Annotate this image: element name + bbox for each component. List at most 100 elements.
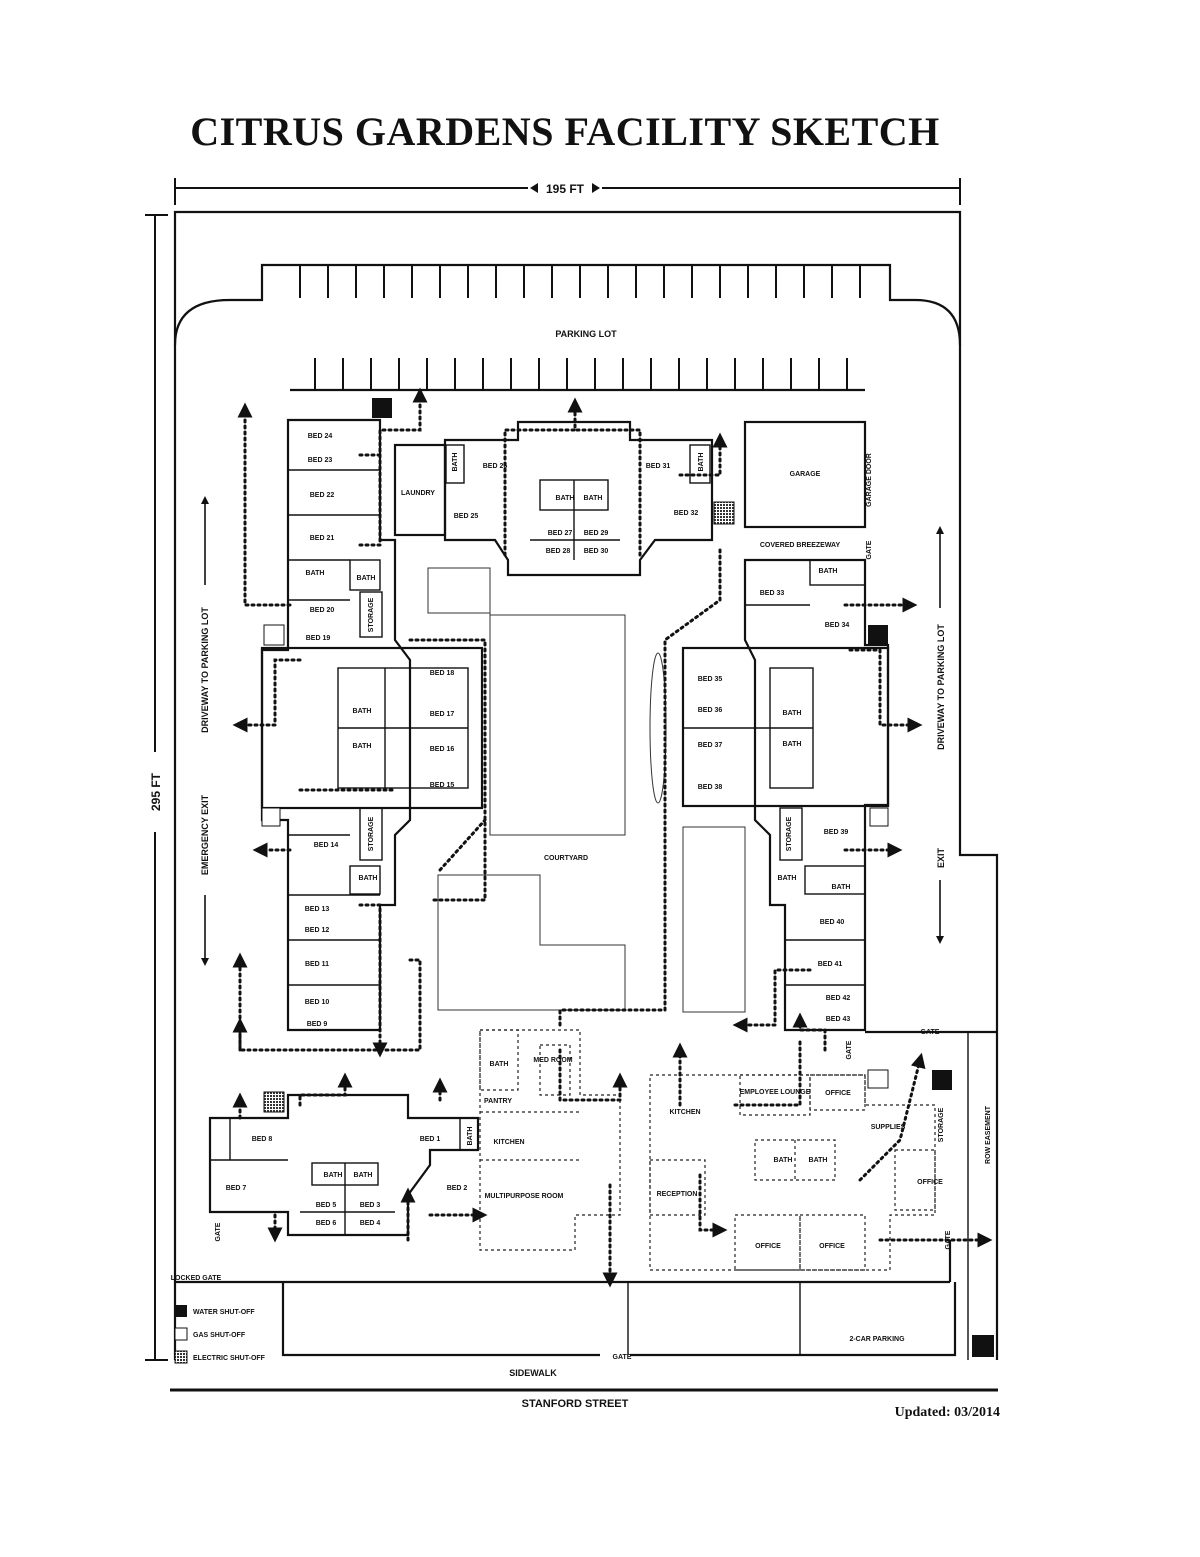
bed-16: BED 16 — [430, 746, 455, 753]
bed-38: BED 38 — [698, 784, 723, 791]
bed-25: BED 25 — [454, 513, 479, 520]
bed-11: BED 11 — [305, 961, 329, 968]
bed-33: BED 33 — [760, 590, 785, 597]
bath-right-2: BATH — [783, 710, 802, 717]
bed-27: BED 27 — [548, 530, 573, 537]
parking-stalls-top — [299, 265, 861, 298]
bath-left-5: BATH — [359, 875, 378, 882]
parking-stalls-bottom — [314, 358, 848, 390]
bed-5: BED 5 — [316, 1202, 337, 1209]
bottom-center: BATH MED ROOM PANTRY KITCHEN MULTIPURPOS… — [479, 1029, 621, 1251]
bath-right-3: BATH — [783, 741, 802, 748]
emergency-exit-label: EMERGENCY EXIT — [200, 794, 210, 875]
bath-bc: BATH — [490, 1061, 509, 1068]
bed-1: BED 1 — [420, 1136, 441, 1143]
bed-18: BED 18 — [430, 670, 455, 677]
water-shutoff-marker — [932, 1070, 952, 1090]
med-room: MED ROOM — [533, 1057, 572, 1064]
bed-14: BED 14 — [314, 842, 339, 849]
gate-sidewalk: GATE — [613, 1354, 632, 1361]
locked-gate-label: LOCKED GATE — [171, 1275, 222, 1282]
bed-41: BED 41 — [818, 961, 843, 968]
water-shutoff-marker — [372, 398, 392, 418]
top-wing: LAUNDRY BATH BED 26 BED 25 BATH BATH BED… — [393, 420, 714, 577]
bed-39: BED 39 — [824, 829, 849, 836]
office-4: OFFICE — [819, 1243, 845, 1250]
bath-right-1: BATH — [819, 568, 838, 575]
office-1: OFFICE — [825, 1090, 851, 1097]
sidewalk-label: SIDEWALK — [509, 1368, 557, 1378]
bath-top-1: BATH — [452, 453, 459, 472]
bath-br-1: BATH — [774, 1157, 793, 1164]
bath-left-3: BATH — [353, 708, 372, 715]
bed-23: BED 23 — [308, 457, 333, 464]
bed-35: BED 35 — [698, 676, 723, 683]
bed-19: BED 19 — [306, 635, 331, 642]
frontage: GATE 2-CAR PARKING LOCKED GATE SIDEWALK … — [170, 1240, 998, 1410]
electric-shutoff-marker — [713, 501, 735, 525]
bath-left-1: BATH — [306, 570, 325, 577]
supplies: SUPPLIES — [871, 1124, 906, 1131]
office-2: OFFICE — [917, 1179, 943, 1186]
gas-shutoff-marker — [869, 807, 889, 827]
bath-left-2: BATH — [357, 575, 376, 582]
street-label: STANFORD STREET — [522, 1398, 629, 1410]
gate-breezeway: GATE — [866, 540, 873, 559]
bath-top-2: BATH — [556, 495, 575, 502]
bottom-right: KITCHEN EMPLOYEE LOUNGE OFFICE SUPPLIES … — [649, 1074, 945, 1271]
storage-left-1: STORAGE — [368, 597, 375, 632]
bed-28: BED 28 — [546, 548, 571, 555]
page-title: CITRUS GARDENS FACILITY SKETCH — [190, 109, 940, 154]
water-shutoff-marker — [972, 1335, 994, 1357]
bed-32: BED 32 — [674, 510, 699, 517]
pantry: PANTRY — [484, 1098, 512, 1105]
bed-12: BED 12 — [305, 927, 330, 934]
updated-date: Updated: 03/2014 — [894, 1405, 1000, 1420]
employee-lounge: EMPLOYEE LOUNGE — [740, 1089, 811, 1096]
width-label: 195 FT — [546, 182, 585, 196]
bath-bl-1: BATH — [324, 1172, 343, 1179]
bed-24: BED 24 — [308, 433, 333, 440]
reception: RECEPTION — [657, 1191, 698, 1198]
water-shutoff-marker — [868, 625, 888, 645]
property-boundary — [173, 210, 999, 1360]
bed-40: BED 40 — [820, 919, 845, 926]
garage: GARAGE GARAGE DOOR COVERED BREEZEWAY GAT… — [743, 420, 873, 559]
bed-31: BED 31 — [646, 463, 671, 470]
evacuation-routes — [232, 387, 993, 1288]
bed-36: BED 36 — [698, 707, 723, 714]
bed-7: BED 7 — [226, 1185, 247, 1192]
bed-26: BED 26 — [483, 463, 508, 470]
legend-electric-swatch — [174, 1350, 188, 1364]
bed-20: BED 20 — [310, 607, 335, 614]
bed-42: BED 42 — [826, 995, 851, 1002]
bed-9: BED 9 — [307, 1021, 328, 1028]
legend-water-swatch — [175, 1305, 187, 1317]
laundry: LAUNDRY — [401, 490, 435, 497]
bath-top-3: BATH — [584, 495, 603, 502]
height-label: 295 FT — [149, 772, 163, 811]
parking-lot-label: PARKING LOT — [555, 329, 617, 339]
gas-shutoff-marker — [867, 1069, 889, 1089]
bed-30: BED 30 — [584, 548, 609, 555]
bed-8: BED 8 — [252, 1136, 273, 1143]
bath-right-4: BATH — [778, 875, 797, 882]
courtyard-label: COURTYARD — [544, 855, 588, 862]
storage-br: STORAGE — [938, 1107, 945, 1142]
gas-shutoff-marker — [263, 624, 285, 646]
bed-15: BED 15 — [430, 782, 455, 789]
legend: WATER SHUT-OFF GAS SHUT-OFF ELECTRIC SHU… — [174, 1305, 266, 1364]
left-wing: BED 24 BED 23 BED 22 BED 21 BATH BATH BE… — [260, 418, 484, 1032]
kitchen-staff: KITCHEN — [669, 1109, 700, 1116]
height-dimension: 295 FT — [145, 214, 168, 1361]
bath-left-4: BATH — [353, 743, 372, 750]
legend-gas-swatch — [174, 1327, 188, 1341]
bath-top-4: BATH — [698, 453, 705, 472]
bath-bl-3: BATH — [467, 1127, 474, 1146]
bed-21: BED 21 — [310, 535, 335, 542]
shutoff-markers — [261, 398, 994, 1357]
bed-37: BED 37 — [698, 742, 723, 749]
multipurpose-room: MULTIPURPOSE ROOM — [485, 1193, 564, 1200]
right-wing: BED 33 BATH BED 34 BED 35 BED 36 BATH BE… — [681, 558, 890, 1032]
